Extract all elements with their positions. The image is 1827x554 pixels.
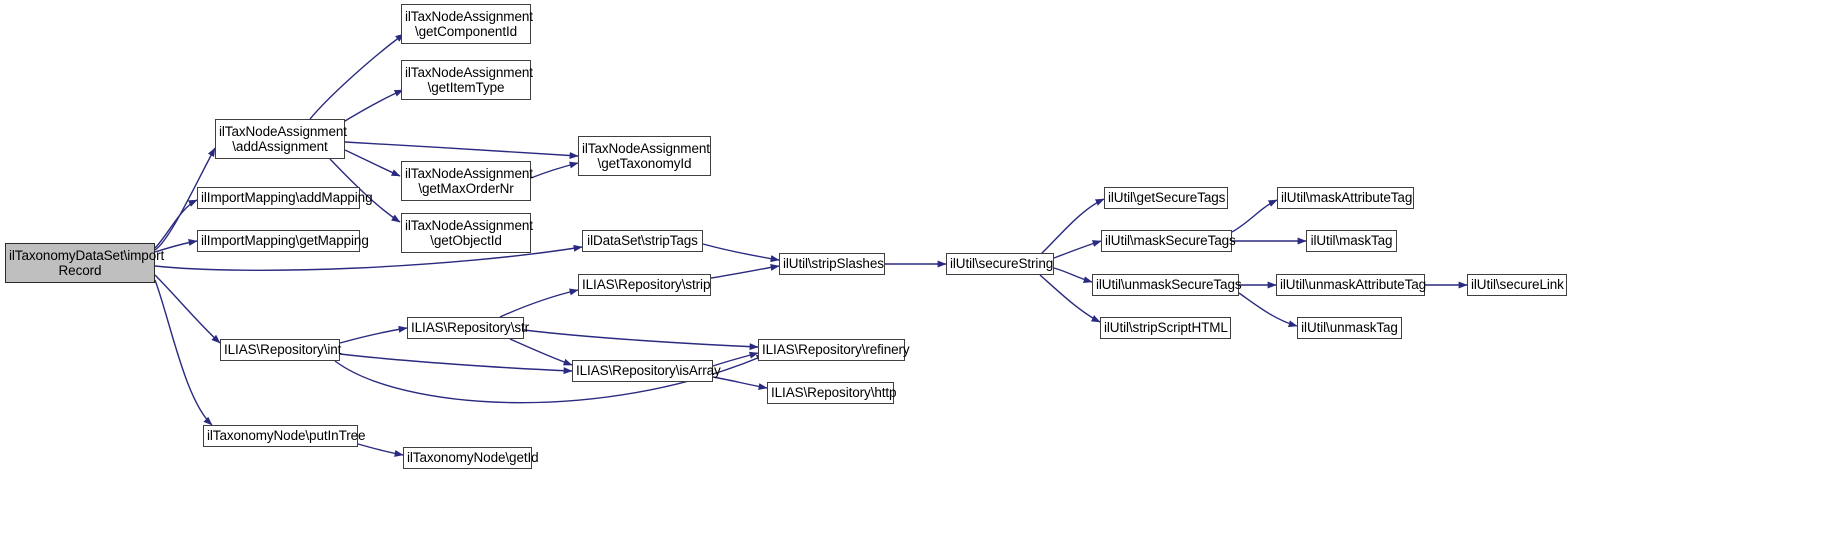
graph-node-label: ilTaxonomyNode\getId: [407, 450, 539, 466]
graph-node[interactable]: ilUtil\maskAttributeTag: [1277, 187, 1414, 209]
graph-node-label: ilUtil\stripSlashes: [783, 256, 884, 272]
graph-node[interactable]: ilImportMapping\addMapping: [197, 187, 373, 209]
graph-node[interactable]: ilUtil\maskTag: [1306, 230, 1397, 252]
graph-node[interactable]: ILIAS\Repository\str: [407, 317, 530, 339]
graph-node-label: ilUtil\unmaskSecureTags: [1096, 277, 1242, 293]
graph-node-label: ilUtil\getSecureTags: [1108, 190, 1226, 206]
graph-node[interactable]: ILIAS\Repository\refinery: [758, 339, 910, 361]
graph-node[interactable]: ILIAS\Repository\int: [220, 339, 342, 361]
graph-node-label: ilTaxNodeAssignment \addAssignment: [219, 123, 347, 155]
graph-node[interactable]: ilUtil\unmaskSecureTags: [1092, 274, 1242, 296]
graph-node[interactable]: ilUtil\stripSlashes: [779, 253, 885, 275]
graph-node-label: ILIAS\Repository\http: [771, 385, 897, 401]
graph-node[interactable]: ilUtil\maskSecureTags: [1101, 230, 1236, 252]
graph-node[interactable]: ilUtil\unmaskAttributeTag: [1276, 274, 1427, 296]
graph-node-label: ILIAS\Repository\strip: [582, 277, 711, 293]
graph-node-label: ILIAS\Repository\str: [411, 320, 530, 336]
graph-node[interactable]: ILIAS\Repository\isArray: [572, 360, 721, 382]
graph-node[interactable]: ilUtil\stripScriptHTML: [1100, 317, 1231, 339]
graph-node[interactable]: ilImportMapping\getMapping: [197, 230, 369, 252]
graph-node[interactable]: ilTaxNodeAssignment \getTaxonomyId: [578, 136, 711, 176]
graph-node[interactable]: ilUtil\secureString: [946, 253, 1054, 275]
graph-node[interactable]: ilTaxNodeAssignment \addAssignment: [215, 119, 347, 159]
graph-node-label: ilTaxNodeAssignment \getItemType: [405, 64, 533, 96]
graph-node-label: ilDataSet\stripTags: [587, 233, 698, 249]
graph-node-label: ilImportMapping\getMapping: [201, 233, 369, 249]
graph-node-label: ilTaxonomyDataSet\import Record: [9, 247, 165, 279]
graph-node-label: ilUtil\maskSecureTags: [1105, 233, 1236, 249]
graph-node[interactable]: ilUtil\unmaskTag: [1297, 317, 1402, 339]
graph-node-label: ilUtil\unmaskAttributeTag: [1280, 277, 1427, 293]
graph-node-label: ILIAS\Repository\int: [224, 342, 342, 358]
graph-node-label: ilTaxonomyNode\putInTree: [207, 428, 366, 444]
graph-node-label: ilUtil\maskTag: [1310, 233, 1393, 249]
graph-node[interactable]: ilDataSet\stripTags: [582, 230, 703, 252]
graph-node[interactable]: ilTaxNodeAssignment \getItemType: [401, 60, 533, 100]
graph-node-label: ilUtil\secureString: [950, 256, 1054, 272]
graph-node[interactable]: ilTaxNodeAssignment \getMaxOrderNr: [401, 161, 533, 201]
graph-node-label: ilTaxNodeAssignment \getComponentId: [405, 8, 533, 40]
graph-node-label: ilTaxNodeAssignment \getObjectId: [405, 217, 533, 249]
graph-node-label: ilUtil\unmaskTag: [1301, 320, 1398, 336]
graph-node[interactable]: ilUtil\getSecureTags: [1104, 187, 1228, 209]
graph-node-label: ILIAS\Repository\refinery: [762, 342, 910, 358]
graph-node[interactable]: ilTaxNodeAssignment \getObjectId: [401, 213, 533, 253]
graph-node[interactable]: ilUtil\secureLink: [1467, 274, 1567, 296]
graph-node[interactable]: ilTaxonomyNode\getId: [403, 447, 539, 469]
graph-node[interactable]: ILIAS\Repository\strip: [578, 274, 711, 296]
graph-node-root[interactable]: ilTaxonomyDataSet\import Record: [5, 243, 165, 283]
graph-node-label: ilTaxNodeAssignment \getTaxonomyId: [582, 140, 710, 172]
graph-node-label: ilUtil\stripScriptHTML: [1104, 320, 1228, 336]
graph-node[interactable]: ilTaxonomyNode\putInTree: [203, 425, 366, 447]
graph-node-label: ilUtil\secureLink: [1471, 277, 1564, 293]
graph-node[interactable]: ilTaxNodeAssignment \getComponentId: [401, 4, 533, 44]
graph-node-label: ilImportMapping\addMapping: [201, 190, 373, 206]
graph-node-label: ILIAS\Repository\isArray: [576, 363, 721, 379]
graph-node[interactable]: ILIAS\Repository\http: [767, 382, 897, 404]
graph-node-label: ilUtil\maskAttributeTag: [1281, 190, 1413, 206]
graph-node-label: ilTaxNodeAssignment \getMaxOrderNr: [405, 165, 533, 197]
